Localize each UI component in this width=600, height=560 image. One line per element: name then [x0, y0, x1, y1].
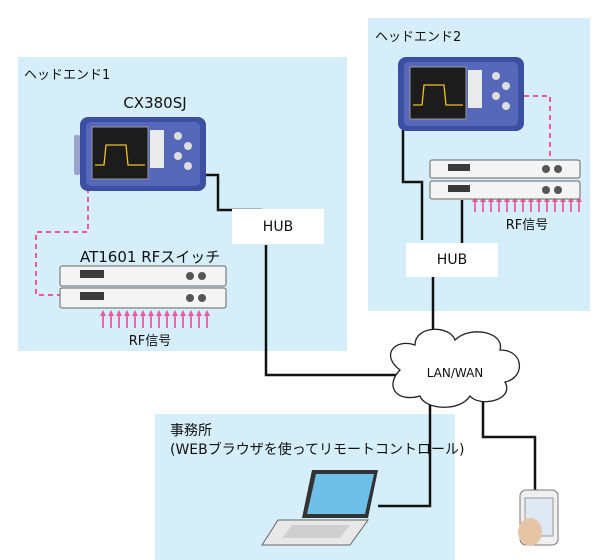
cx380sj-label: CX380SJ — [123, 94, 187, 112]
ctrl-cable-2 — [524, 95, 551, 162]
lan-wan-label: LAN/WAN — [426, 366, 484, 380]
office-title: 事務所 — [170, 423, 212, 439]
rf-signal-label-2: RF信号 — [505, 218, 549, 233]
laptop-icon — [261, 470, 378, 546]
rf-switch-rack-1 — [59, 265, 227, 309]
headend2-title: ヘッドエンド2 — [375, 30, 462, 45]
cx380sj-analyzer-1 — [74, 117, 206, 191]
ctrl-cable-1 — [35, 188, 89, 296]
rf-switch-rack-2 — [429, 159, 581, 200]
cable-cx380-hub1 — [205, 173, 262, 212]
cable-cloud-laptop — [378, 405, 432, 508]
rf-arrowheads-1 — [100, 310, 210, 316]
hub-headend1: HUB — [232, 209, 324, 244]
cable-cloud-smartphone — [481, 395, 537, 490]
smartphone-icon — [518, 489, 559, 546]
lan-wan-cloud — [389, 328, 521, 408]
control-cables — [35, 95, 551, 296]
rf-arrows-1 — [102, 314, 208, 328]
cable-cx380-2-hub2 — [401, 125, 424, 240]
hub-headend2: HUB — [406, 243, 498, 277]
headend1-title: ヘッドエンド1 — [24, 68, 111, 83]
cx380sj-analyzer-2 — [398, 57, 524, 131]
cable-hub1-cloud — [264, 245, 400, 377]
office-subtitle: (WEBブラウザを使ってリモートコントロール) — [170, 442, 465, 458]
rf-switch-label: AT1601 RFスイッチ — [80, 248, 221, 266]
rf-signal-label-1: RF信号 — [128, 334, 172, 349]
